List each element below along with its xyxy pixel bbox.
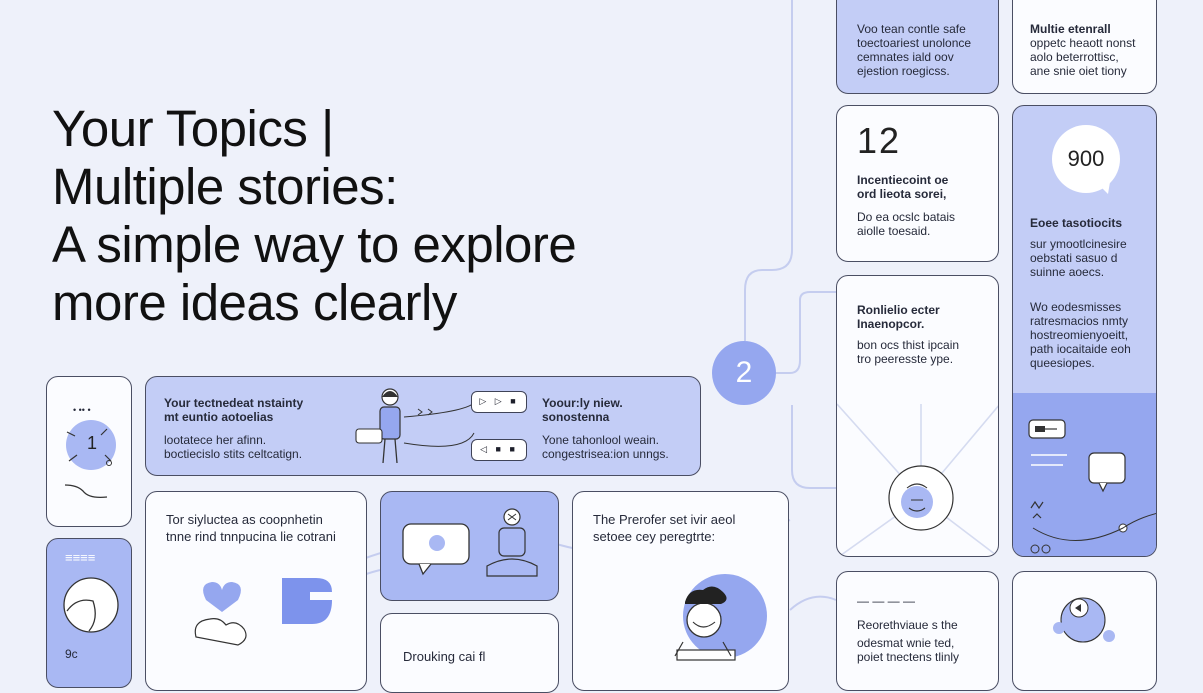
card-left-blue: ≡≡≡≡ 9c (46, 538, 132, 688)
card-left-small: • •• • 1 (46, 376, 132, 527)
card-right-tall-illustration (1028, 419, 1156, 554)
card-number-value: 12 (857, 120, 902, 161)
card-right-tall-l2-1: Wo eodesmisses (1030, 300, 1122, 314)
banner-right-title-2: sonostenna (542, 410, 610, 424)
card-number-title-2: ord lieota sorei, (857, 187, 947, 201)
card-lower-mid: Drouking cai fl (380, 613, 559, 693)
card-bottom-right (1012, 571, 1157, 691)
banner-right-line-2: congestrisea:ion unngs. (542, 447, 669, 461)
speech-bubble-number: 900 (1052, 125, 1120, 193)
banner-pill-control-2[interactable]: ◁ ■ ■ (471, 439, 527, 461)
card-left-small-dots: • •• • (73, 405, 91, 415)
card-left-blue-face-illustration (63, 577, 119, 633)
card-bottom-middle-line-3: poiet tnectens tlinly (857, 650, 960, 664)
card-top-blue-line-4: ejestion roegicss. (857, 64, 950, 78)
banner-left-line-2: boctiecislo stits celtcatign. (164, 447, 303, 461)
card-top-right-line-2: aolo beterrottisc, (1030, 50, 1119, 64)
card-left-blue-glyph: 9c (65, 647, 78, 661)
card-top-blue-line-1: Voo tean contle safe (857, 22, 966, 36)
headline-line-4: more ideas clearly (52, 274, 457, 332)
card-middle: Ronlielio ecter Inaenopcor. bon ocs this… (836, 275, 999, 557)
card-top-right-title: Multie etenrall (1030, 22, 1111, 36)
card-top-right-line-3: ane snie oiet tiony (1030, 64, 1127, 78)
card-lower-right-line-1: The Prerofer set ivir aeol (593, 512, 736, 527)
card-number: 12 Incentiecoint oe ord lieota sorei, Do… (836, 105, 999, 262)
card-middle-title-2: Inaenopcor. (857, 317, 925, 331)
banner-right-title-1: Yoour:ly niew. (542, 396, 623, 410)
card-top-blue-line-3: cemnates iald oov (857, 50, 954, 64)
card-middle-line-2: tro peeresste ype. (857, 352, 954, 366)
card-lower-right-line-2: setoee cey peregtrte: (593, 529, 716, 544)
card-left-blue-dash: ≡≡≡≡ (65, 550, 96, 565)
card-lower-right-person-illustration (674, 574, 767, 661)
card-top-blue: Voo tean contle safe toectoariest unolon… (836, 0, 999, 94)
banner-left-title-1: Your tectnedeat nstainty (164, 396, 304, 410)
card-right-tall-l2-5: queesiopes. (1030, 356, 1095, 370)
page-headline: Your Topics | Multiple stories: A simple… (52, 100, 672, 332)
card-banner: Your tectnedeat nstainty mt euntio aotoe… (145, 376, 701, 476)
card-top-right: Multie etenrall oppetc heaott nonst aolo… (1012, 0, 1157, 94)
banner-left-title-2: mt euntio aotoelias (164, 410, 274, 424)
card-middle-network-illustration (837, 403, 998, 556)
card-number-line-1: Do ea ocslc batais (857, 210, 956, 224)
speech-bubble-tail (1096, 182, 1110, 194)
card-right-tall-title: Eoee tasotiocits (1030, 216, 1123, 230)
card-bottom-middle-dash: — — — — (857, 594, 916, 608)
card-bottom-middle-line-1: Reorethviaue s the (857, 618, 958, 632)
banner-right-line-1: Yone tahonlool weain. (542, 433, 659, 447)
card-lower-left-line-2: tnne rind tnnpucina lie cotrani (166, 529, 336, 544)
card-left-small-illustration (64, 420, 116, 499)
card-middle-line-1: bon ocs thist ipcain (857, 338, 960, 352)
card-bottom-middle-line-2: odesmat wnie ted, (857, 636, 955, 650)
card-bottom-middle: — — — — Reorethviaue s the odesmat wnie … (836, 571, 999, 691)
card-right-tall-l2-4: path iocaitaide eoh (1030, 342, 1131, 356)
card-lower-mid-text: Drouking cai fl (403, 649, 486, 664)
banner-pill-control-1[interactable]: ▷ ▷ ■ (471, 391, 527, 413)
step-badge: 2 (712, 341, 776, 405)
card-right-tall-l1-1: sur ymootlcinesire (1030, 237, 1127, 251)
card-lower-right: The Prerofer set ivir aeol setoee cey pe… (572, 491, 789, 691)
card-right-tall-l2-2: ratresmacios nmty (1030, 314, 1129, 328)
headline-line-3: A simple way to explore (52, 216, 577, 274)
card-lower-left: Tor siyluctea as coopnhetin tnne rind tn… (145, 491, 367, 691)
chat-illustration (402, 508, 538, 577)
card-top-right-line-1: oppetc heaott nonst (1030, 36, 1136, 50)
card-number-line-2: aiolle toesaid. (857, 224, 931, 238)
banner-person-illustration (355, 388, 475, 464)
card-bottom-right-illustration (1053, 597, 1115, 643)
card-right-tall-l1-3: suinne aoecs. (1030, 265, 1105, 279)
card-right-tall-l1-2: oebstati sasuo d (1030, 251, 1118, 265)
card-right-tall: Eoee tasotiocits sur ymootlcinesire oebs… (1012, 105, 1157, 557)
card-lower-left-illustration (194, 578, 332, 646)
card-number-title-1: Incentiecoint oe (857, 173, 949, 187)
card-left-small-number: 1 (87, 433, 98, 453)
card-right-tall-l2-3: hostreomienyoeitt, (1030, 328, 1129, 342)
card-chat-illustration (380, 491, 559, 601)
headline-line-1: Your Topics | (52, 100, 334, 158)
card-middle-title-1: Ronlielio ecter (857, 303, 940, 317)
headline-line-2: Multiple stories: (52, 158, 398, 216)
card-lower-left-line-1: Tor siyluctea as coopnhetin (166, 512, 323, 527)
card-top-blue-line-2: toectoariest unolonce (857, 36, 972, 50)
banner-left-line-1: lootatece her afinn. (164, 433, 267, 447)
